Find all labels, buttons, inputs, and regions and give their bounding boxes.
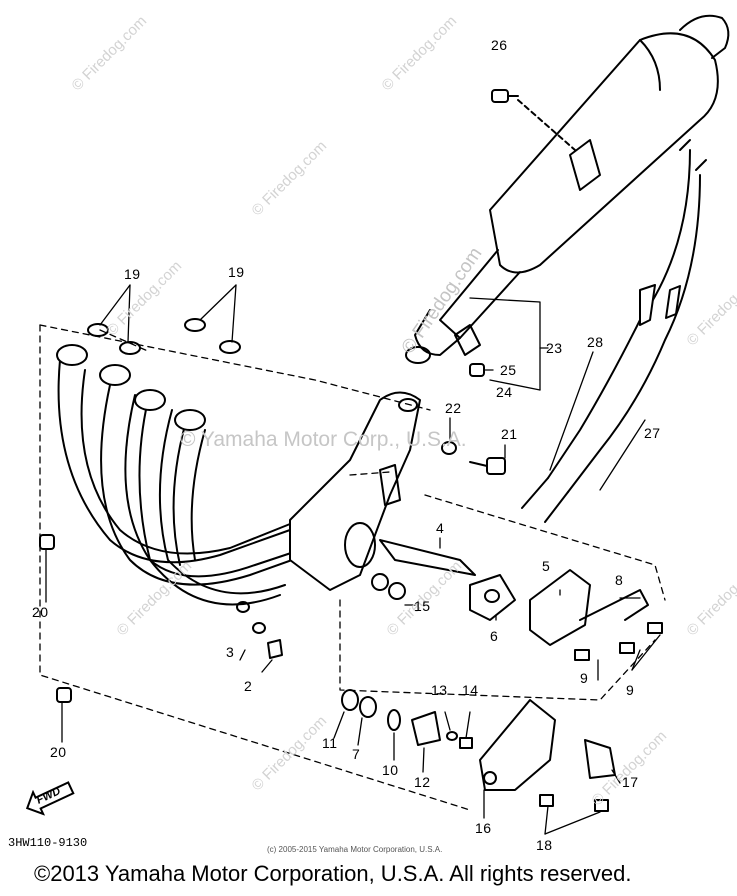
small-copyright: (c) 2005-2015 Yamaha Motor Corporation, … <box>267 845 443 854</box>
main-copyright: ©2013 Yamaha Motor Corporation, U.S.A. A… <box>34 861 632 886</box>
callout-2: 2 <box>244 678 253 694</box>
callout-14: 14 <box>462 682 479 698</box>
muffler <box>405 14 730 364</box>
callout-6: 6 <box>490 628 499 644</box>
callout-19: 19 <box>228 264 245 280</box>
forward-arrow-icon: FWD <box>20 774 79 821</box>
collector-chamber <box>289 391 421 591</box>
diagram-part-code: 3HW110-9130 <box>8 836 88 850</box>
callout-13: 13 <box>431 682 448 698</box>
callout-20: 20 <box>50 744 67 760</box>
bolt-26 <box>491 89 576 151</box>
callout-25: 25 <box>500 362 517 378</box>
small-parts <box>39 318 663 812</box>
callout-20: 20 <box>32 604 49 620</box>
callout-26: 26 <box>491 37 508 53</box>
callout-24: 24 <box>496 384 513 400</box>
callout-3: 3 <box>226 644 235 660</box>
assembly-frames <box>39 324 666 811</box>
callout-22: 22 <box>445 400 462 416</box>
callout-21: 21 <box>501 426 518 442</box>
callout-28: 28 <box>587 334 604 350</box>
callout-23: 23 <box>546 340 563 356</box>
throttle-cables <box>521 139 707 523</box>
callout-12: 12 <box>414 774 431 790</box>
callout-15: 15 <box>414 598 431 614</box>
callout-9: 9 <box>580 670 589 686</box>
callout-7: 7 <box>352 746 361 762</box>
callout-10: 10 <box>382 762 399 778</box>
callout-17: 17 <box>622 774 639 790</box>
callout-5: 5 <box>542 558 551 574</box>
callout-9: 9 <box>626 682 635 698</box>
callout-18: 18 <box>536 837 553 853</box>
callout-11: 11 <box>322 735 338 751</box>
leader-lines <box>45 284 661 835</box>
callout-4: 4 <box>436 520 445 536</box>
watermark-center-text: © Yamaha Motor Corp., U.S.A. <box>180 428 467 451</box>
callout-19: 19 <box>124 266 141 282</box>
callout-8: 8 <box>615 572 624 588</box>
callout-16: 16 <box>475 820 492 836</box>
exhaust-headers <box>56 344 331 606</box>
callout-27: 27 <box>644 425 661 441</box>
